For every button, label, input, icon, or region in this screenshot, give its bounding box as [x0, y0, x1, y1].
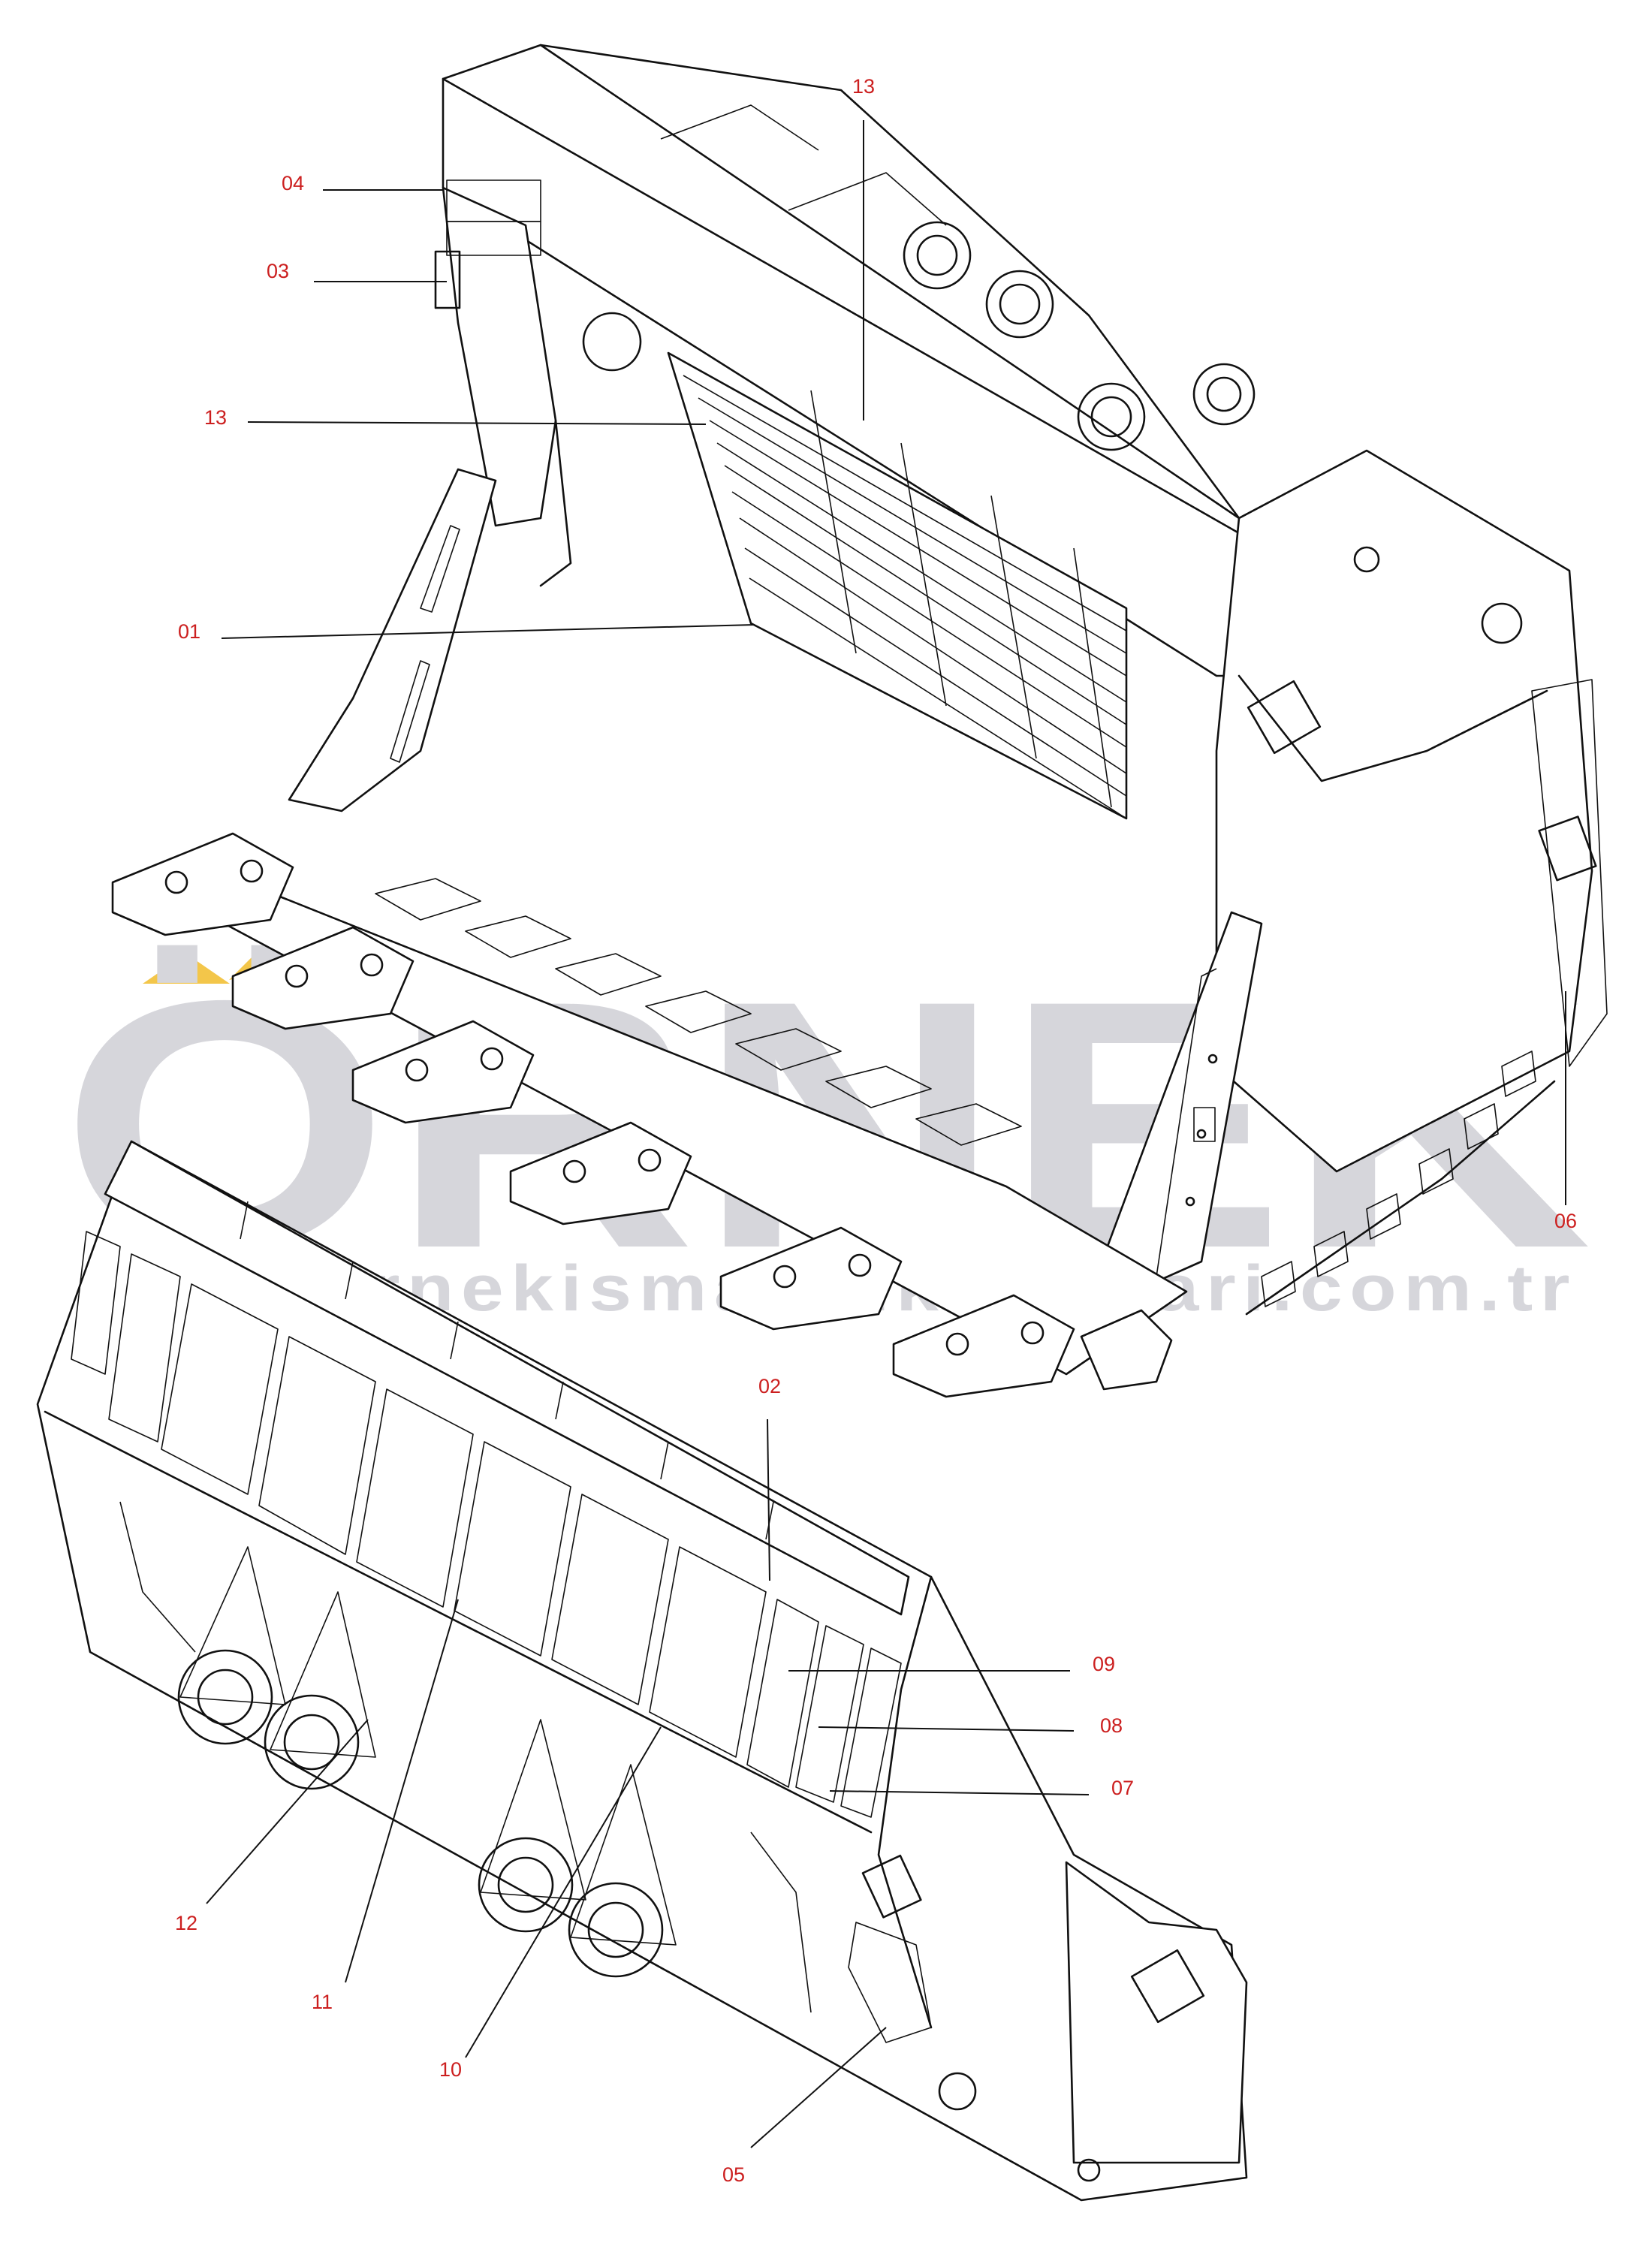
- callout-03: 03: [267, 260, 289, 282]
- heel-shrouds: [1245, 1051, 1556, 1316]
- callout-07: 07: [1111, 1777, 1134, 1799]
- callout-11: 11: [312, 1991, 333, 2013]
- watermark-accent-mark: [143, 954, 230, 984]
- callout-13-left: 13: [204, 406, 227, 429]
- hinge-lugs: [582, 221, 1256, 451]
- right-side-plate: [1215, 449, 1593, 1173]
- right-lip-arm: [1095, 911, 1263, 1293]
- lower-back-plate-assembly: [36, 1140, 1248, 2202]
- bucket-teeth: [111, 832, 1173, 1398]
- callout-06: 06: [1554, 1210, 1577, 1232]
- leader-lines: [206, 120, 1566, 2148]
- callout-labels: 13 04 03 13 01 06 02 09 08 07 12 11 10 0…: [175, 75, 1577, 2186]
- callout-13-top: 13: [852, 75, 875, 98]
- upper-bucket-assembly: [111, 44, 1608, 1398]
- wear-plates-upper: [71, 1231, 902, 1818]
- callout-05: 05: [722, 2163, 745, 2186]
- callout-10: 10: [439, 2058, 462, 2081]
- left-side-plate: [442, 186, 557, 527]
- callout-12: 12: [175, 1912, 197, 1934]
- callout-08: 08: [1100, 1714, 1123, 1737]
- lip-shrouds: [375, 878, 1022, 1146]
- callout-09: 09: [1093, 1653, 1115, 1675]
- lower-back-plate: [36, 1140, 1248, 2202]
- left-lip-arm: [288, 468, 497, 812]
- callout-04: 04: [282, 172, 304, 194]
- callout-01: 01: [178, 620, 200, 643]
- pin-bosses: [177, 1546, 677, 1978]
- callout-02: 02: [758, 1375, 781, 1397]
